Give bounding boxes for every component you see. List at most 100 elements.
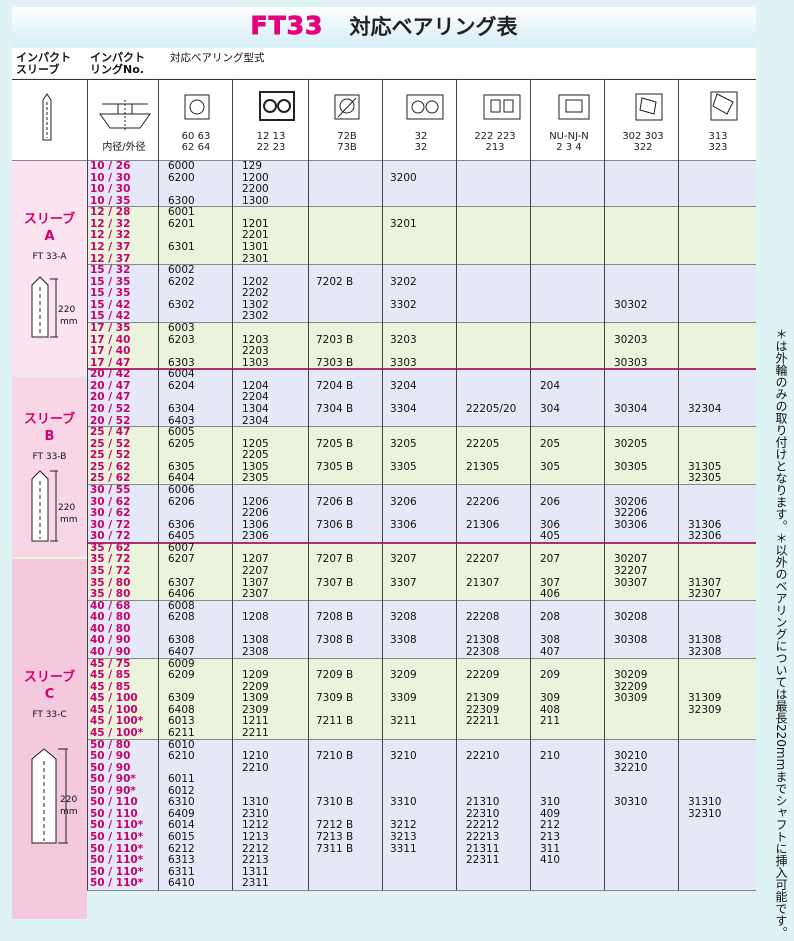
bearing-cell: 2309 <box>242 703 269 716</box>
bearing-cell: 409 <box>540 807 561 820</box>
bearing-cell: 2305 <box>242 472 269 485</box>
bearing-cell: 210 <box>540 750 561 763</box>
bearing-cell: 2304 <box>242 414 269 427</box>
row-band <box>12 484 756 543</box>
bearing-cell: 30205 <box>614 437 648 450</box>
bearing-cell: 22310 <box>466 807 500 820</box>
bearing-cell: 1207 <box>242 553 269 566</box>
ring-icon <box>99 100 151 130</box>
sleeve-b-length: 220 <box>58 503 76 513</box>
bearing-cell: 212 <box>540 819 561 832</box>
bearing-cell: 22311 <box>466 854 500 867</box>
header-bearing-type: 対応ベアリング型式 <box>170 52 265 64</box>
bearing-cell: 3304 <box>390 402 417 415</box>
bearing-cell: 6410 <box>168 877 195 890</box>
bearing-cell: 1212 <box>242 819 269 832</box>
bearing-cell: 32306 <box>688 530 722 543</box>
ring-size-cell: 17 / 35 <box>90 321 131 334</box>
bearing-cell: 22205 <box>466 437 500 450</box>
bearing-cell: 22211 <box>466 715 500 728</box>
ring-size-cell: 45 / 100* <box>90 726 144 739</box>
deep-groove-bearing-icon <box>184 94 210 120</box>
bearing-cell: 2205 <box>242 449 269 462</box>
bearing-cell: 6203 <box>168 333 195 346</box>
bearing-cell: 2206 <box>242 507 269 520</box>
bearing-cell: 6309 <box>168 692 195 705</box>
header-ring-line2: リングNo. <box>90 63 144 76</box>
bearing-cell: 6007 <box>168 541 195 554</box>
bearing-cell: 6305 <box>168 460 195 473</box>
row-band-divider <box>12 541 756 544</box>
sleeve-a-drawing <box>31 276 58 338</box>
bearing-cell: 30209 <box>614 669 648 682</box>
bearing-cell: 7303 B <box>316 356 354 369</box>
bearing-cell: 1309 <box>242 692 269 705</box>
bearing-cell: 206 <box>540 495 561 508</box>
bearing-cell: 2307 <box>242 588 269 601</box>
ring-size-cell: 17 / 40 <box>90 333 131 346</box>
bearing-cell: 6311 <box>168 865 195 878</box>
bearing-cell: 6207 <box>168 553 195 566</box>
sleeve-b-unit: mm <box>60 515 78 525</box>
bearing-cell: 7204 B <box>316 379 354 392</box>
sleeve-a-unit: mm <box>60 317 78 327</box>
bearing-cell: 30303 <box>614 356 648 369</box>
row-band-divider <box>12 368 756 371</box>
ring-size-cell: 12 / 37 <box>90 240 131 253</box>
bearing-cell: 30206 <box>614 495 648 508</box>
bearing-cell: 3305 <box>390 460 417 473</box>
bearing-cell: 3308 <box>390 634 417 647</box>
row-band-divider <box>12 657 756 659</box>
header-drawings: 内径/外径 <box>12 79 756 163</box>
bearing-cell: 304 <box>540 402 561 415</box>
bearing-cell: 6201 <box>168 217 195 230</box>
ring-size-cell: 20 / 52 <box>90 414 131 427</box>
ring-size-cell: 35 / 72 <box>90 553 131 566</box>
ring-size-cell: 15 / 35 <box>90 275 131 288</box>
bearing-cell: 6004 <box>168 368 195 381</box>
bearing-cell: 22209 <box>466 669 500 682</box>
sleeve-a-length: 220 <box>58 305 76 315</box>
ring-size-cell: 10 / 26 <box>90 160 131 172</box>
bearing-cell: 22308 <box>466 645 500 658</box>
column-divider <box>158 79 159 890</box>
row-band-divider <box>12 483 756 485</box>
bearing-cell: 7203 B <box>316 333 354 346</box>
ring-size-cell: 12 / 28 <box>90 206 131 219</box>
ring-size-cell: 35 / 62 <box>90 541 131 554</box>
bearing-cell: 3204 <box>390 379 417 392</box>
ring-size-cell: 50 / 110* <box>90 831 144 844</box>
bearing-cell: 6000 <box>168 160 195 172</box>
row-band-divider <box>12 738 756 740</box>
bearing-cell: 204 <box>540 379 561 392</box>
bearing-cell: 6014 <box>168 819 195 832</box>
bearing-cell: 209 <box>540 669 561 682</box>
ring-size-cell: 25 / 62 <box>90 472 131 485</box>
bearing-cell: 6308 <box>168 634 195 647</box>
bearing-cell: 3200 <box>390 171 417 184</box>
bearing-cell: 407 <box>540 645 561 658</box>
ring-dims-label: 内径/外径 <box>102 142 146 153</box>
bearing-cell: 3213 <box>390 831 417 844</box>
bearing-cell: 1300 <box>242 194 269 207</box>
bearing-cell: 22205/20 <box>466 402 517 415</box>
row-band <box>12 207 756 266</box>
bearing-cell: 3310 <box>390 796 417 809</box>
bearing-cell: 21307 <box>466 576 500 589</box>
bearing-cell: 6204 <box>168 379 195 392</box>
bearing-cell: 7209 B <box>316 669 354 682</box>
column-divider <box>382 79 383 890</box>
row-band-divider <box>12 206 756 208</box>
bearing-cell: 309 <box>540 692 561 705</box>
bearing-cell: 7311 B <box>316 842 354 855</box>
table-bottom-rule <box>12 889 756 891</box>
bearing-cell: 2212 <box>242 842 269 855</box>
sleeve-c-code: FT 33-C <box>32 710 67 720</box>
bearing-cell: 7205 B <box>316 437 354 450</box>
ring-size-cell: 20 / 47 <box>90 379 131 392</box>
bearing-cell: 21308 <box>466 634 500 647</box>
